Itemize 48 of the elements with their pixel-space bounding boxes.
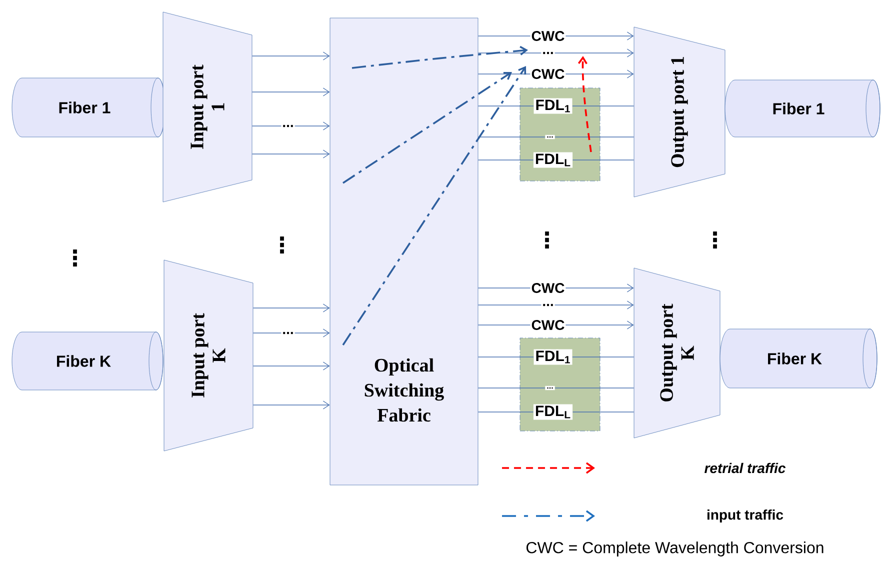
delay-line-label: FDL$_{1}$ [534,349,572,365]
edge-label: ... [281,330,295,336]
traffic-arrow [342,72,512,184]
arrow [252,150,330,158]
note: CWC = Complete Wavelength Conversion [526,542,824,556]
delay-line-label: FDL$_{L}$ [533,404,573,420]
arrow [252,362,330,370]
arrow [252,52,330,60]
arrow [252,304,330,312]
edge-label: CWC [530,68,566,80]
line [554,136,634,138]
delay-line-label: FDL$_{L}$ [533,152,573,168]
arrow [478,48,634,58]
edge-label: ... [541,302,555,308]
arrow [252,328,330,338]
vertical-ellipsis: ⋮ [545,231,549,249]
arrow [478,300,634,310]
edge-label: ... [541,50,555,56]
traffic-arrow [352,46,528,69]
vertical-ellipsis: ⋮ [280,236,284,254]
traffic-arrow [578,56,592,152]
fiber-cylinder: Fiber 1 [12,78,166,138]
legend-text: input traffic [707,509,784,523]
edge-label: CWC [530,30,566,42]
input-port-trapezoid: Input port 1 [162,12,252,202]
delay-line-label: ... [545,134,555,140]
output-port-trapezoid: Output port K [634,268,720,438]
line [478,136,546,138]
output-port-trapezoid: Output port 1 [634,26,726,198]
switching-fabric-box: Optical Switching Fabric [330,18,478,486]
delay-line-label: ... [545,386,555,390]
legend-text: retrial traffic [704,462,786,474]
vertical-ellipsis: ⋮ [73,249,77,267]
fiber-cylinder: Fiber K [720,328,878,388]
arrow [252,88,330,96]
traffic-arrow [342,66,526,346]
edge-label: ... [281,124,295,128]
vertical-ellipsis: ⋮ [713,231,717,249]
line [478,356,534,358]
edge-label: CWC [530,282,566,294]
delay-line-label: FDL$_{1}$ [534,98,572,114]
line [572,356,634,358]
fiber-cylinder: Fiber 1 [724,80,880,138]
edge-label: CWC [530,319,566,331]
arrow [252,400,330,410]
arrow [252,122,330,130]
input-port-trapezoid: Input port K [164,260,254,452]
fiber-cylinder: Fiber K [12,332,164,390]
